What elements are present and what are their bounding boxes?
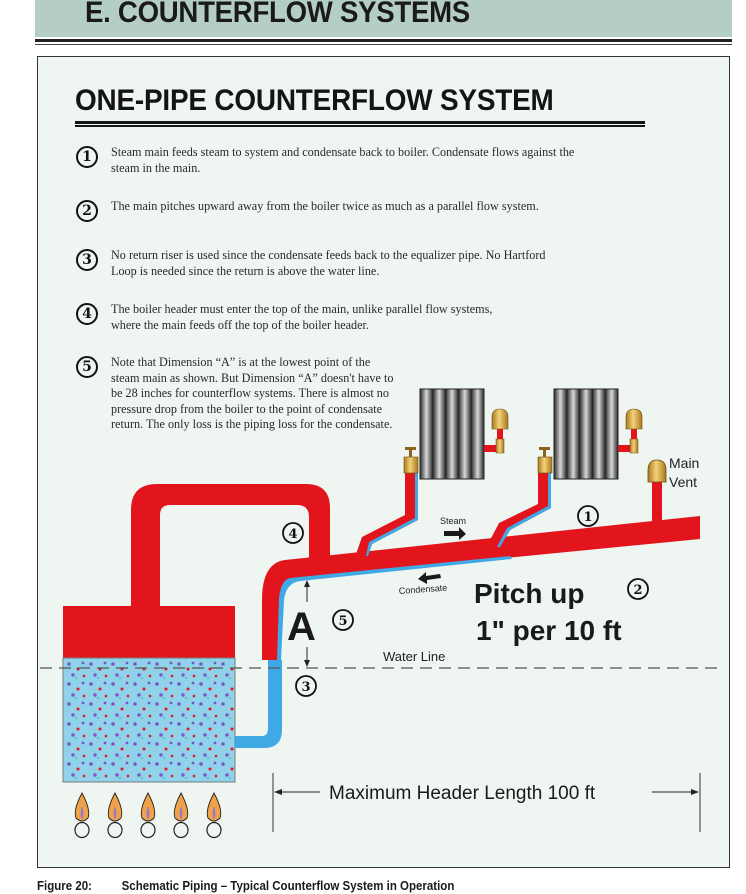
callout-5: 5 [332,609,354,631]
condensate-arrow-icon [418,572,441,584]
steam-arrow-icon [444,527,466,540]
main-vent-icon [647,459,667,483]
note-text: The boiler header must enter the top of … [111,302,493,332]
pitch-label-line2: 1" per 10 ft [476,615,622,646]
burner-ring [107,821,123,839]
burner-ring [173,821,189,839]
title-underline-thin [75,125,645,127]
main-vent-label-1: Main [669,455,699,471]
radiator-runout-1 [355,470,418,557]
figure-caption-text: Schematic Piping – Typical Counterflow S… [121,879,455,893]
burner-flame-icon [206,792,222,839]
radiator-runout-2-condensate [497,470,551,547]
title-underline [75,121,645,124]
burner-flame-icon [140,792,156,839]
pitch-label-line1: Pitch up [474,578,584,609]
radiator-air-vent-icon [618,408,643,454]
panel-title: ONE-PIPE COUNTERFLOW SYSTEM [75,84,554,117]
boiler-header-pipe [131,484,330,607]
callout-2: 2 [627,578,649,600]
svg-text:5: 5 [338,614,347,629]
figure-number: Figure 20: [37,879,92,893]
svg-text:2: 2 [633,583,642,598]
arrow-left-icon [274,789,282,795]
header-rule-thin [35,44,732,45]
callout-number: 2 [76,200,98,222]
main-vent-riser [652,480,662,526]
radiator-valve-icon[interactable] [403,447,419,474]
radiator-air-vent-icon [484,408,509,454]
note-3: 3 No return riser is used since the cond… [76,248,546,279]
equalizer-pipe [235,660,282,748]
svg-text:1: 1 [583,510,592,525]
boiler [62,606,236,783]
callout-number: 5 [76,356,98,378]
callout-3: 3 [295,675,317,697]
section-title: E. COUNTERFLOW SYSTEMS [85,0,470,29]
max-header-length-label: Maximum Header Length 100 ft [329,783,596,804]
boiler-steam-space [63,606,235,660]
radiator [403,388,509,480]
note-4: 4 The boiler header must enter the top o… [76,302,496,333]
figure-caption: Figure 20: Schematic Piping – Typical Cou… [37,879,454,893]
svg-text:3: 3 [301,680,310,695]
note-text: Steam main feeds steam to system and con… [111,145,575,175]
burner-flame-icon [107,792,123,839]
note-5: 5 Note that Dimension “A” is at the lowe… [76,355,394,433]
callout-1: 1 [577,505,599,527]
burner-ring [74,821,90,839]
callout-number: 3 [76,249,98,271]
svg-text:4: 4 [288,527,297,542]
note-2: 2 The main pitches upward away from the … [76,199,556,222]
dimension-a-label: A [287,605,316,649]
main-vent-label-2: Vent [669,474,697,490]
burner-flame-icon [173,792,189,839]
radiator-runout-2 [487,470,551,547]
burner-ring [140,821,156,839]
boiler-water [62,657,236,783]
radiator-valve-icon[interactable] [537,447,553,474]
callout-number: 4 [76,303,98,325]
burner-flame-icon [74,792,90,839]
burner-ring [206,821,222,839]
steam-label: Steam [440,516,466,526]
water-line-label: Water Line [383,649,445,664]
callout-number: 1 [76,146,98,168]
note-text: The main pitches upward away from the bo… [111,199,539,213]
radiator [537,388,643,480]
condensate-label: Condensate [398,583,447,596]
steam-main [262,516,700,660]
note-text: No return riser is used since the conden… [111,248,546,278]
callout-4: 4 [282,522,304,544]
section-header-band [35,0,732,37]
arrow-right-icon [691,789,699,795]
note-1: 1 Steam main feeds steam to system and c… [76,145,586,176]
note-text: Note that Dimension “A” is at the lowest… [111,355,394,431]
header-rule [35,39,732,42]
